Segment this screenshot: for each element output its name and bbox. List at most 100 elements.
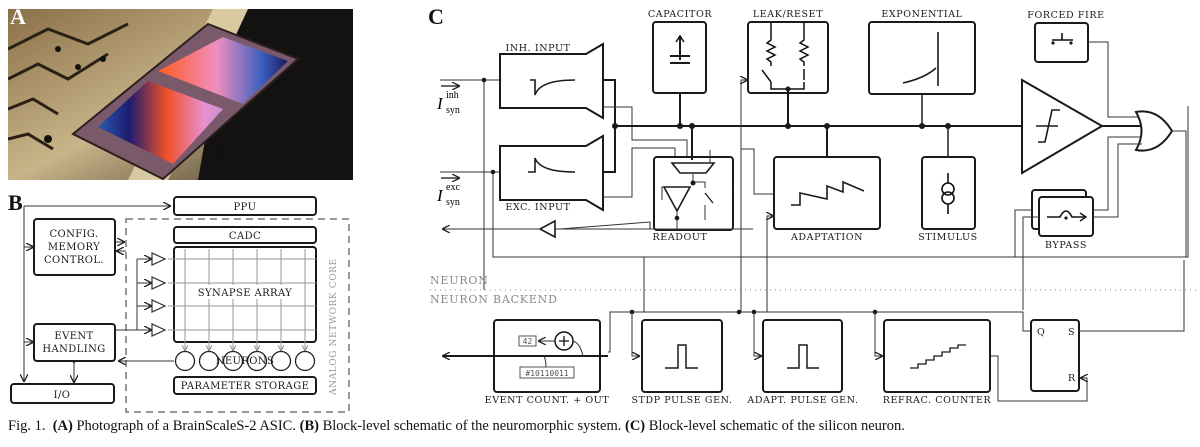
exc-current-sub: syn (446, 197, 460, 208)
refrac-to-latch (990, 355, 1087, 402)
forced-fire-label: FORCED FIRE (1027, 10, 1104, 21)
junction (677, 123, 683, 129)
forced-fire-wire (1088, 41, 1142, 118)
synapse-array-label: SYNAPSE ARRAY (198, 288, 292, 299)
event-handling-block (33, 323, 116, 362)
latch-r-label: R (1068, 373, 1076, 384)
neuron-circle (222, 350, 244, 372)
synapse-driver-icon (151, 252, 167, 266)
inh-input-label: INH. INPUT (505, 43, 570, 54)
config-label-1: CONFIG. (49, 229, 98, 240)
bypass-label: BYPASS (1045, 240, 1087, 251)
feedback-wires (483, 80, 1189, 290)
bypass-icon (1047, 210, 1088, 222)
adaptation-input-2 (767, 216, 773, 257)
readout-wiring (692, 150, 711, 220)
event-label-1: EVENT (54, 331, 93, 342)
latch-q-label: Q (1037, 327, 1045, 338)
panel-c: C I inh syn I exc syn INH. INPUT EXC. IN… (428, 4, 1198, 406)
event-label-2: HANDLING (42, 344, 105, 355)
neuron-circle (294, 350, 316, 372)
parameter-storage-block (173, 376, 317, 395)
caption-a-text: Photograph of a BrainScaleS-2 ASIC. (76, 418, 296, 434)
inh-current-symbol: I (436, 94, 444, 113)
caption-c-tag: (C) (624, 418, 646, 434)
inh-kernel-icon (530, 79, 576, 96)
panel-letter-b: B (8, 190, 23, 215)
neuron-circle (246, 350, 268, 372)
address-display (519, 366, 575, 379)
panel-letter-a: A (10, 4, 26, 29)
neuron-circle (270, 350, 292, 372)
current-source-icon (941, 173, 955, 214)
junction (481, 77, 487, 83)
inh-input-block (499, 42, 604, 120)
counter-display (518, 335, 537, 347)
capacitor-icon (670, 36, 690, 126)
pulse-icon (787, 344, 819, 369)
io-label: I/O (54, 390, 71, 401)
exponential-label: EXPONENTIAL (881, 9, 962, 20)
synapse-drivers (137, 252, 167, 337)
stimulus-block (921, 156, 976, 230)
to-stdp (631, 312, 639, 356)
leak-reset-block (747, 21, 829, 94)
address-tap (543, 355, 547, 368)
counter-value: 42 (523, 337, 533, 346)
adaptation-icon (791, 180, 865, 206)
caption-a-tag: (A) (52, 418, 73, 434)
analog-network-core-boundary (125, 218, 350, 413)
driver-bus (115, 259, 138, 331)
latch-s-label: S (1068, 327, 1075, 338)
capacitor-arrow (675, 34, 685, 43)
synapse-label-bg (200, 285, 292, 299)
readout-mux-icon (670, 162, 716, 174)
readout-buffer-icon (662, 186, 692, 213)
bypass-inputs (1014, 209, 1039, 310)
adaptation-label: ADAPTATION (790, 232, 863, 243)
inh-current-sub: syn (446, 105, 460, 116)
readout-switch-icon (704, 192, 714, 204)
output-buffer-icon (538, 219, 556, 239)
junction (490, 169, 496, 175)
threshold-comparator (1021, 78, 1104, 175)
push-button-icon (1051, 33, 1073, 45)
figure-caption: Fig. 1. (A) Photograph of a BrainScaleS-… (8, 418, 1198, 435)
caption-b-tag: (B) (299, 418, 319, 434)
junction (919, 123, 925, 129)
or-gate (1134, 110, 1174, 152)
junction (785, 86, 791, 92)
spike-bus (608, 311, 1032, 353)
asic-photograph (8, 9, 353, 180)
neuron-circle (174, 350, 196, 372)
to-adapt-pulse (753, 312, 761, 356)
junction (785, 123, 791, 129)
config-label-3: CONTROL. (44, 255, 104, 266)
exponential-icon (902, 32, 939, 86)
caption-b-text: Block-level schematic of the neuromorphi… (322, 418, 622, 434)
exc-current-sup: exc (446, 182, 460, 193)
synapse-driver-icon (151, 276, 167, 290)
neurons-label: NEURONS (216, 356, 275, 367)
junction (824, 123, 830, 129)
readout-mux-inputs (603, 106, 688, 198)
pulse-icon (665, 344, 698, 369)
exc-kernel-icon (528, 157, 576, 173)
section-backend-label: NEURON BACKEND (430, 293, 558, 306)
adapt-pulse-label: ADAPT. PULSE GEN. (746, 395, 858, 406)
refrac-counter-label: REFRAC. COUNTER (883, 395, 992, 406)
or-output (1172, 130, 1187, 257)
stimulus-label: STIMULUS (918, 232, 977, 243)
junction (612, 123, 618, 129)
comparator-icon (1036, 109, 1060, 143)
figure-schematics: A B PPU CONFIG. MEMORY CONTROL. EVENT HA… (8, 4, 1198, 413)
stdp-pulse-block (641, 319, 723, 393)
ppu-block (173, 196, 317, 216)
input-wires (440, 79, 500, 173)
synapse-driver-icon (151, 299, 167, 313)
caption-c-text: Block-level schematic of the silicon neu… (648, 418, 905, 434)
readout-label: READOUT (653, 232, 708, 243)
junction (674, 215, 680, 221)
event-count-label: EVENT COUNT. + OUT (485, 395, 610, 406)
neuron-row (174, 350, 316, 372)
